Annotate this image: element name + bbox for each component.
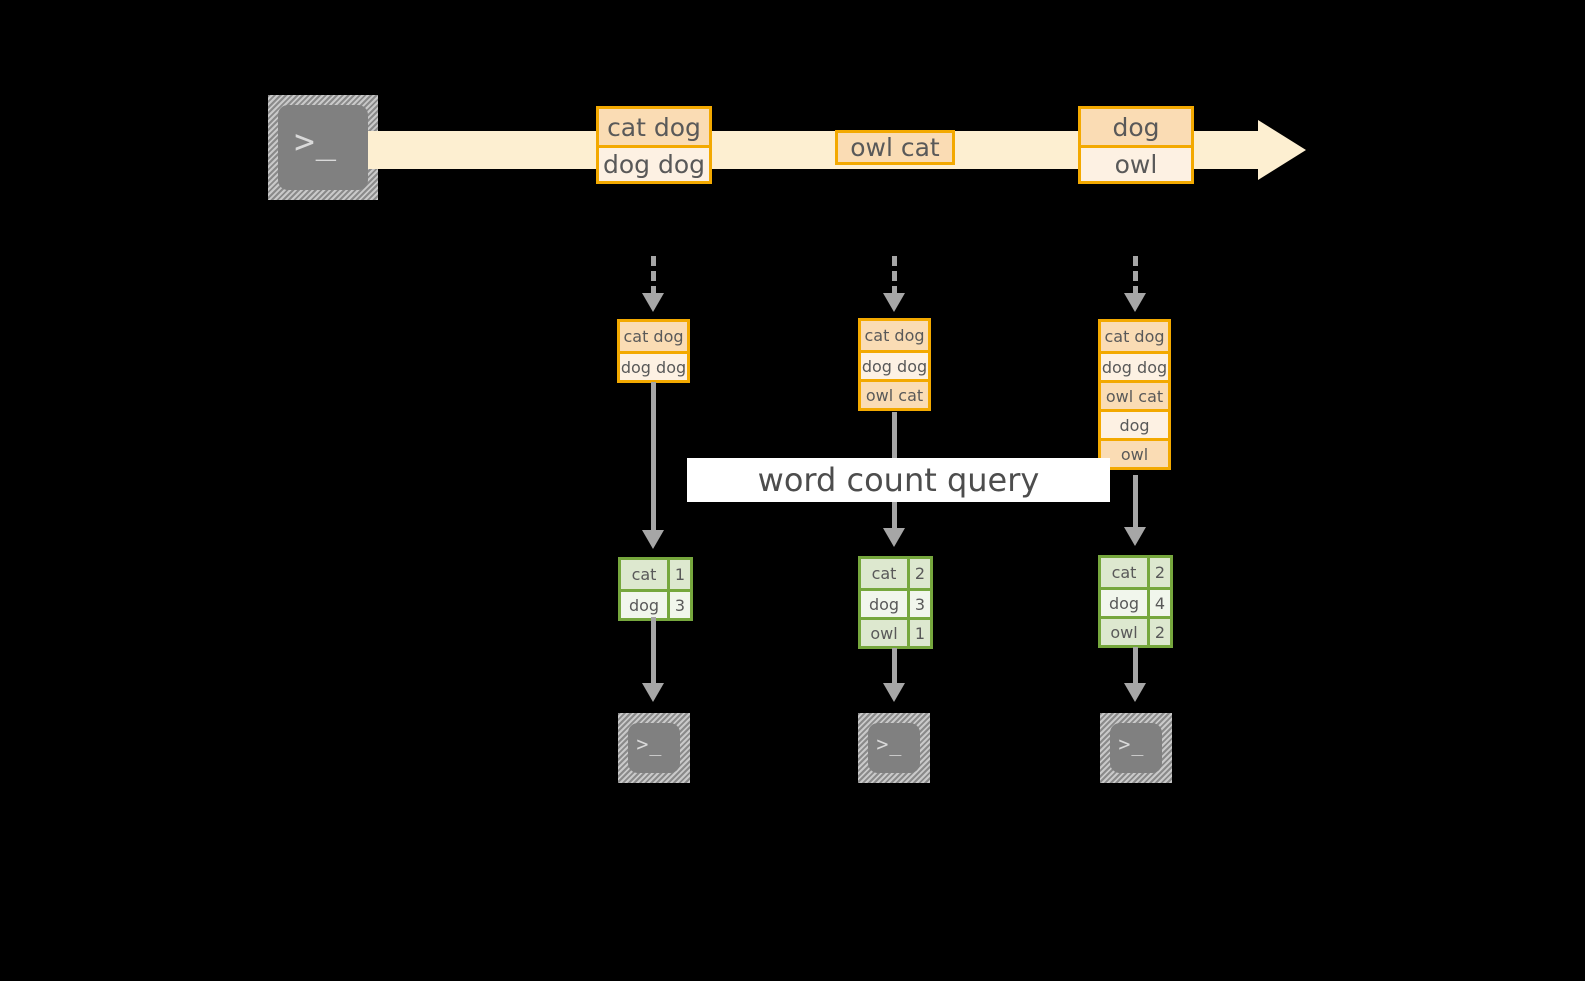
snapshot-2-sink-terminal-icon[interactable]: >_ bbox=[858, 713, 930, 783]
input-row: owl cat bbox=[861, 379, 928, 408]
table-row: dog 4 bbox=[1101, 587, 1170, 616]
snapshot-3-sink-line bbox=[1133, 647, 1138, 686]
snapshot-2-sink-line bbox=[892, 648, 897, 686]
input-row: cat dog bbox=[1101, 322, 1168, 351]
snapshot-3-result-table[interactable]: cat 2 dog 4 owl 2 bbox=[1098, 555, 1173, 648]
result-word: owl bbox=[861, 620, 907, 646]
result-count: 2 bbox=[907, 559, 930, 588]
snapshot-3-input-table[interactable]: cat dog dog dog owl cat dog owl bbox=[1098, 319, 1171, 470]
terminal-prompt-glyph: >_ bbox=[1118, 732, 1145, 756]
result-word: cat bbox=[1101, 558, 1147, 587]
snapshot-1-query-line bbox=[651, 382, 656, 532]
snapshot-2-sink-arrowhead bbox=[883, 683, 905, 702]
result-word: owl bbox=[1101, 619, 1147, 645]
result-count: 1 bbox=[667, 560, 690, 589]
stream-to-snapshot-1-arrowhead bbox=[642, 293, 664, 312]
result-count: 3 bbox=[907, 591, 930, 617]
stream-to-snapshot-3-arrowhead bbox=[1124, 293, 1146, 312]
terminal-prompt-glyph: >_ bbox=[636, 732, 663, 756]
result-count: 4 bbox=[1147, 590, 1170, 616]
terminal-screen: >_ bbox=[278, 105, 368, 190]
stream-arrowhead bbox=[1258, 120, 1306, 180]
result-count: 1 bbox=[907, 620, 930, 646]
snapshot-1-query-arrowhead bbox=[642, 530, 664, 549]
snapshot-3-query-arrowhead bbox=[1124, 527, 1146, 546]
result-count: 2 bbox=[1147, 619, 1170, 645]
result-word: cat bbox=[621, 560, 667, 589]
result-word: dog bbox=[621, 592, 667, 618]
snapshot-1-sink-arrowhead bbox=[642, 683, 664, 702]
input-row: owl cat bbox=[1101, 380, 1168, 409]
stream-record-group-2[interactable]: owl cat bbox=[835, 130, 955, 165]
table-row: cat 2 bbox=[1101, 558, 1170, 587]
snapshot-3-query-line bbox=[1133, 475, 1138, 530]
input-row: dog dog bbox=[1101, 351, 1168, 380]
snapshot-1-input-table[interactable]: cat dog dog dog bbox=[617, 319, 690, 383]
record-line: dog dog bbox=[599, 145, 709, 181]
result-word: dog bbox=[1101, 590, 1147, 616]
snapshot-1-sink-terminal-icon[interactable]: >_ bbox=[618, 713, 690, 783]
source-terminal-icon[interactable]: >_ bbox=[268, 95, 378, 200]
input-row: dog dog bbox=[620, 351, 687, 380]
snapshot-2-input-table[interactable]: cat dog dog dog owl cat bbox=[858, 318, 931, 411]
input-row: owl bbox=[1101, 438, 1168, 467]
snapshot-3-sink-terminal-icon[interactable]: >_ bbox=[1100, 713, 1172, 783]
stream-to-snapshot-3-dashed-line bbox=[1133, 256, 1138, 296]
input-row: dog bbox=[1101, 409, 1168, 438]
terminal-screen: >_ bbox=[628, 723, 680, 773]
terminal-screen: >_ bbox=[1110, 723, 1162, 773]
snapshot-1-result-table[interactable]: cat 1 dog 3 bbox=[618, 557, 693, 621]
result-count: 3 bbox=[667, 592, 690, 618]
snapshot-1-sink-line bbox=[651, 617, 656, 685]
stream-to-snapshot-2-arrowhead bbox=[883, 293, 905, 312]
query-label: word count query bbox=[687, 458, 1110, 502]
snapshot-3-sink-arrowhead bbox=[1124, 683, 1146, 702]
table-row: cat 1 bbox=[621, 560, 690, 589]
terminal-prompt-glyph: >_ bbox=[294, 122, 338, 163]
record-line: owl cat bbox=[838, 133, 952, 162]
record-line: owl bbox=[1081, 145, 1191, 181]
table-row: owl 1 bbox=[861, 617, 930, 646]
result-word: cat bbox=[861, 559, 907, 588]
snapshot-2-result-table[interactable]: cat 2 dog 3 owl 1 bbox=[858, 556, 933, 649]
stream-to-snapshot-2-dashed-line bbox=[892, 256, 897, 296]
table-row: dog 3 bbox=[621, 589, 690, 618]
record-line: dog bbox=[1081, 109, 1191, 145]
terminal-screen: >_ bbox=[868, 723, 920, 773]
stream-to-snapshot-1-dashed-line bbox=[651, 256, 656, 296]
input-row: dog dog bbox=[861, 350, 928, 379]
result-word: dog bbox=[861, 591, 907, 617]
stream-record-group-3[interactable]: dog owl bbox=[1078, 106, 1194, 184]
terminal-prompt-glyph: >_ bbox=[876, 732, 903, 756]
stream-record-group-1[interactable]: cat dog dog dog bbox=[596, 106, 712, 184]
table-row: cat 2 bbox=[861, 559, 930, 588]
table-row: owl 2 bbox=[1101, 616, 1170, 645]
table-row: dog 3 bbox=[861, 588, 930, 617]
input-row: cat dog bbox=[861, 321, 928, 350]
snapshot-2-query-arrowhead bbox=[883, 528, 905, 547]
input-row: cat dog bbox=[620, 322, 687, 351]
record-line: cat dog bbox=[599, 109, 709, 145]
result-count: 2 bbox=[1147, 558, 1170, 587]
